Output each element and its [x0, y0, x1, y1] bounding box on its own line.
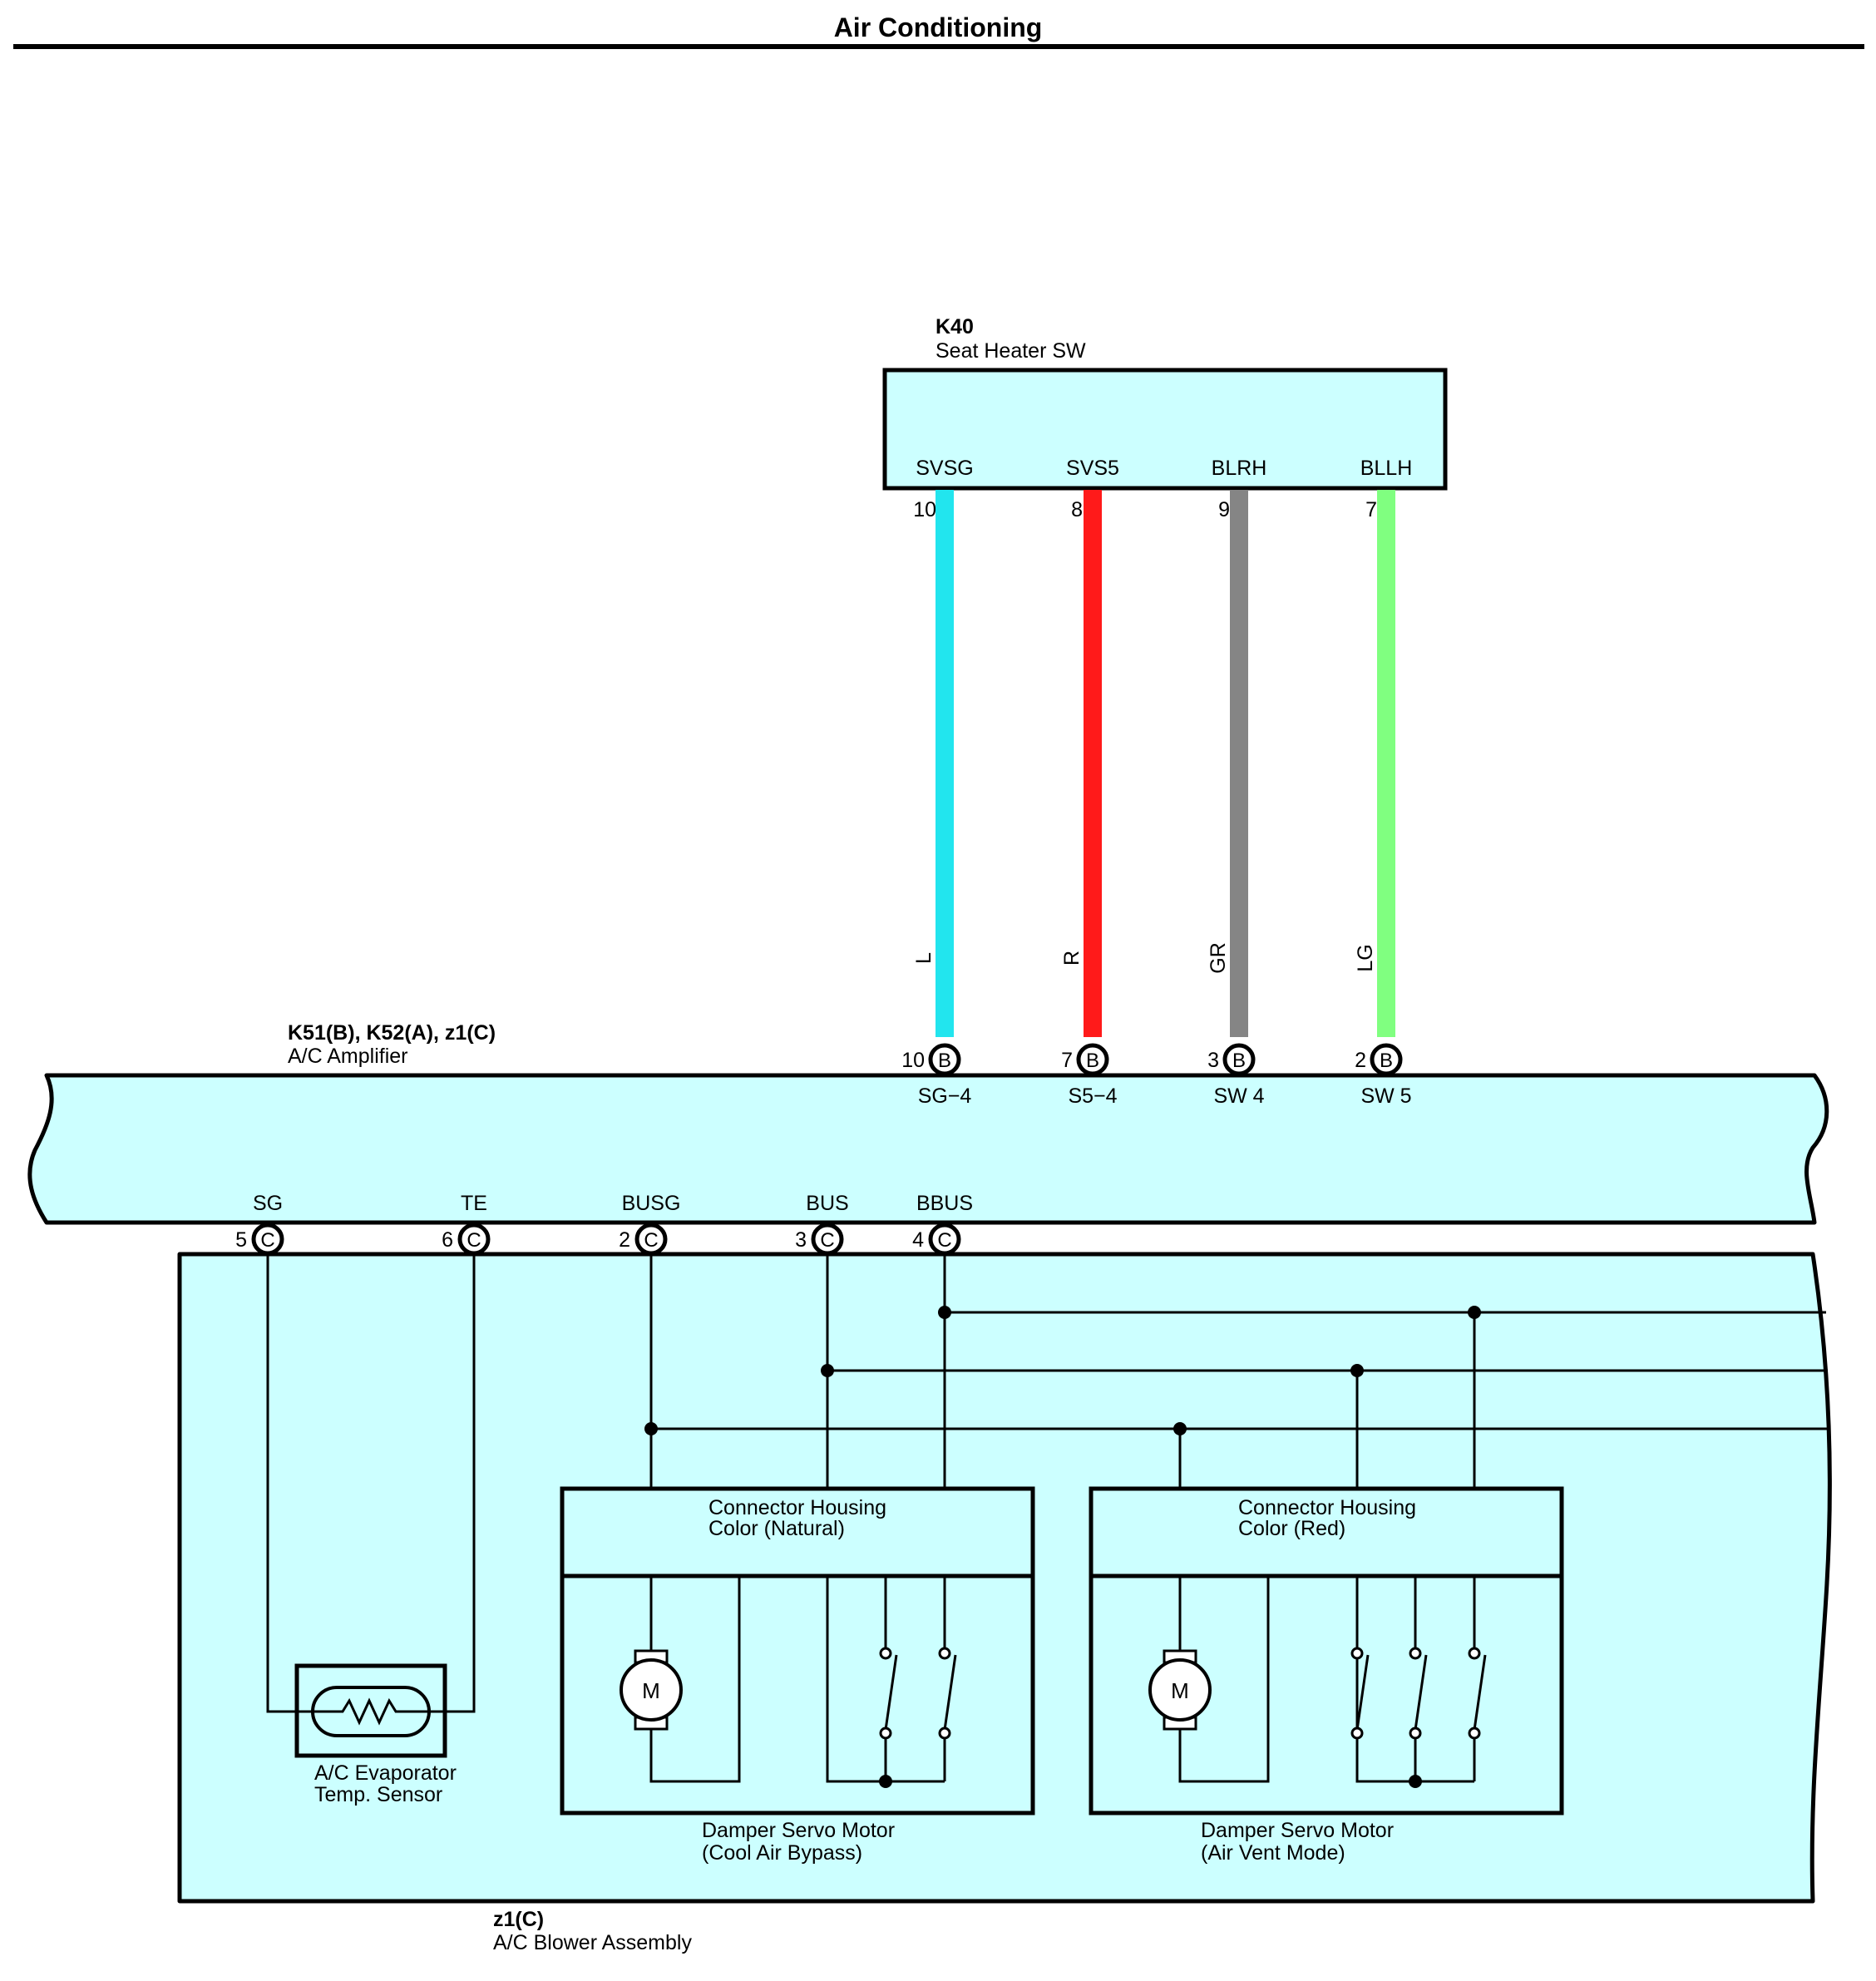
servo2-name-line2: (Air Vent Mode) [1201, 1841, 1345, 1865]
amp-terminal-sw5: SW 5 [1360, 1084, 1411, 1108]
switch-contacts [879, 1647, 1481, 1740]
amp-connector-letter: C [260, 1229, 274, 1252]
amp-connector-letter: C [937, 1229, 951, 1252]
amplifier-name: A/C Amplifier [288, 1045, 407, 1068]
servo2-name-line1: Damper Servo Motor [1201, 1819, 1394, 1842]
amp-connector-b-7 [1076, 1043, 1109, 1076]
seat-heater-name: Seat Heater SW [936, 339, 1086, 363]
amplifier-body [27, 1073, 1829, 1225]
amplifier-code: K51(B), K52(A), z1(C) [288, 1021, 496, 1045]
servo2-housing-line2: Color (Red) [1238, 1517, 1345, 1540]
sensor-label-line2: Temp. Sensor [314, 1783, 442, 1806]
wire-gr-gray [1230, 490, 1248, 1037]
amp-connector-letter: B [1086, 1050, 1099, 1072]
servo1-name-line2: (Cool Air Bypass) [702, 1841, 862, 1865]
amp-connector-c-6 [457, 1223, 491, 1256]
wire-code-r: R [1060, 951, 1084, 966]
amp-connector-letter: B [1380, 1050, 1393, 1072]
wire-code-l: L [912, 952, 936, 964]
pin-bllh: 7 [1365, 498, 1377, 521]
amp-connector-c-5 [251, 1223, 284, 1256]
evaporator-sensor-box [294, 1663, 447, 1758]
amp-connector-c-3 [811, 1223, 844, 1256]
wire-l-cyan [936, 490, 954, 1037]
amp-pin-number: 6 [442, 1228, 453, 1252]
blower-name: A/C Blower Assembly [493, 1931, 692, 1954]
amp-pin-number: 7 [1061, 1049, 1073, 1072]
servo1-housing-box [560, 1486, 1035, 1816]
amp-connector-letter: C [644, 1229, 658, 1252]
resistor-icon [314, 1697, 426, 1726]
blower-code: z1(C) [493, 1908, 544, 1931]
amp-terminal-te: TE [461, 1192, 487, 1215]
amp-connector-letter: B [1232, 1050, 1246, 1072]
amp-connector-letter: C [467, 1229, 481, 1252]
amp-terminal-sg: SG [253, 1192, 283, 1215]
servo1-motor-icon [620, 1658, 683, 1722]
terminal-bllh: BLLH [1360, 457, 1413, 480]
pin-svs5: 8 [1071, 498, 1083, 521]
amp-pin-number: 3 [1207, 1049, 1219, 1072]
junction-dots [644, 1306, 1481, 1788]
servo1-housing-line1: Connector Housing [708, 1496, 886, 1519]
internal-wiring [266, 1239, 1828, 1783]
amp-connector-letter: C [820, 1229, 834, 1252]
seat-heater-switch-box [882, 368, 1448, 491]
amp-terminal-sw4: SW 4 [1213, 1084, 1264, 1108]
terminal-svs5: SVS5 [1066, 457, 1119, 480]
amp-pin-number: 10 [901, 1049, 925, 1072]
servo2-housing-box [1089, 1486, 1564, 1816]
amp-connector-c-2 [634, 1223, 668, 1256]
amp-connector-b-3 [1222, 1043, 1256, 1076]
amp-connector-b-2 [1370, 1043, 1403, 1076]
page-title: Air Conditioning [834, 12, 1043, 42]
wire-r-red [1084, 490, 1102, 1037]
wire-code-gr: GR [1207, 942, 1230, 974]
servo1-housing-line2: Color (Natural) [708, 1517, 845, 1540]
pin-svsg: 10 [913, 498, 936, 521]
servo2-motor-symbol: M [1171, 1678, 1189, 1703]
pin-blrh: 9 [1218, 498, 1230, 521]
thermistor-capsule [311, 1686, 431, 1737]
wire-code-lg: LG [1354, 944, 1377, 971]
terminal-svsg: SVSG [916, 457, 973, 480]
terminal-blrh: BLRH [1212, 457, 1267, 480]
seat-heater-code: K40 [936, 315, 974, 338]
servo2-housing-line1: Connector Housing [1238, 1496, 1416, 1519]
amp-pin-number: 5 [235, 1228, 247, 1252]
amp-pin-number: 3 [795, 1228, 807, 1252]
amp-connector-letter: B [938, 1050, 951, 1072]
amp-pin-number: 2 [1355, 1049, 1366, 1072]
amp-terminal-busg: BUSG [622, 1192, 681, 1215]
servo2-motor-icon [1148, 1658, 1212, 1722]
wire-lg-green [1377, 490, 1395, 1037]
amp-pin-number: 4 [912, 1228, 924, 1252]
title-rule [13, 44, 1864, 49]
servo1-motor-symbol: M [642, 1678, 660, 1703]
amp-terminal-bbus: BBUS [916, 1192, 973, 1215]
sensor-label-line1: A/C Evaporator [314, 1761, 457, 1785]
amp-terminal-bus: BUS [806, 1192, 848, 1215]
amp-terminal-s54: S5−4 [1068, 1084, 1117, 1108]
amp-pin-number: 2 [619, 1228, 630, 1252]
amp-terminal-sg4: SG−4 [918, 1084, 972, 1108]
amp-connector-c-4 [928, 1223, 961, 1256]
servo1-name-line1: Damper Servo Motor [702, 1819, 895, 1842]
amp-connector-b-10 [928, 1043, 961, 1076]
